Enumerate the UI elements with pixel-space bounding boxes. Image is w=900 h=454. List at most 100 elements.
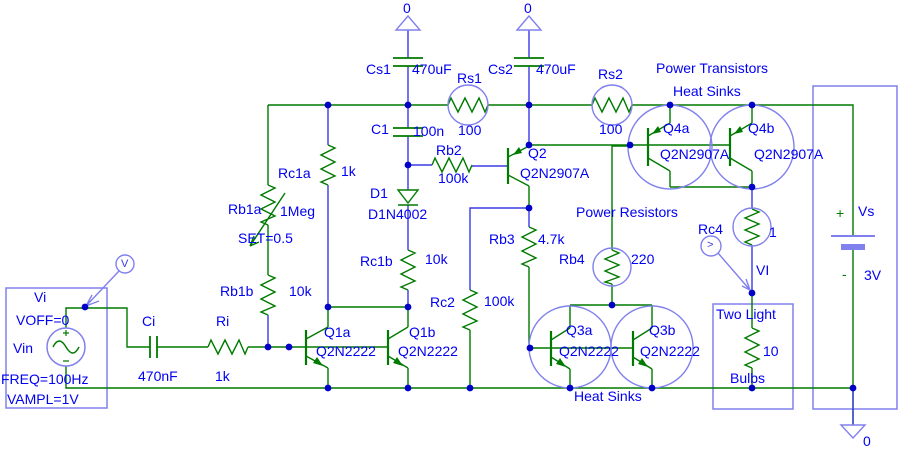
q1a-name: Q1a <box>324 324 351 340</box>
source-name: Vin <box>13 340 33 356</box>
rb1b-name: Rb1b <box>220 283 254 299</box>
rb2-value: 100k <box>438 170 469 186</box>
q3b-model: Q2N2222 <box>640 343 700 359</box>
q3a-model: Q2N2222 <box>559 343 619 359</box>
ci-value: 470nF <box>138 368 178 384</box>
current-probe[interactable] <box>700 235 751 291</box>
ground-icon[interactable] <box>394 14 422 31</box>
cs2-name: Cs2 <box>488 61 513 77</box>
rc4-value: 1 <box>769 224 777 240</box>
transistor-q1a-symbol[interactable] <box>304 307 329 388</box>
rb4-name: Rb4 <box>559 251 585 267</box>
current-probe-glyph: > <box>707 239 714 251</box>
cs2-value: 470uF <box>536 61 576 77</box>
vin-sine-source-symbol[interactable] <box>46 327 86 367</box>
diode-d1-symbol[interactable] <box>396 189 420 206</box>
potentiometer-arrow <box>249 192 286 247</box>
q3b-name: Q3b <box>649 322 676 338</box>
q4a-name: Q4a <box>663 120 690 136</box>
q1a-model: Q2N2222 <box>316 343 376 359</box>
transistor-q3b-symbol[interactable] <box>631 305 653 388</box>
rb4-circle[interactable] <box>592 247 632 287</box>
vin-source-box[interactable] <box>5 287 108 409</box>
rb2-name: Rb2 <box>436 142 462 158</box>
source-voff: VOFF=0 <box>16 312 70 328</box>
battery-box[interactable] <box>812 85 898 410</box>
rs1-circle[interactable] <box>447 84 489 126</box>
q1b-name: Q1b <box>409 324 436 340</box>
battery-vs-symbol[interactable] <box>831 235 875 250</box>
q1b-model: Q2N2222 <box>398 343 458 359</box>
resistor-rc4-symbol[interactable] <box>743 208 761 246</box>
battery-plus: + <box>836 205 845 221</box>
q2-model: Q2N2907A <box>520 165 590 181</box>
heat-sinks-bottom-note: Heat Sinks <box>574 388 642 404</box>
rc4-circle[interactable] <box>732 207 772 247</box>
ground-icon[interactable] <box>515 14 543 31</box>
rc1a-name: Rc1a <box>278 165 311 181</box>
transistor-q4a-symbol[interactable] <box>646 105 671 187</box>
rs2-name: Rs2 <box>598 66 623 82</box>
ground-icon[interactable] <box>839 424 867 440</box>
resistor-rb4-symbol[interactable] <box>602 249 621 285</box>
capacitor-ci-symbol[interactable] <box>149 336 158 358</box>
ground-label: 0 <box>863 433 871 449</box>
source-freq: FREQ=100Hz <box>1 371 89 387</box>
source-ref: Vi <box>34 289 47 305</box>
rb4-value: 220 <box>631 251 655 267</box>
rc1b-value: 10k <box>425 251 448 267</box>
ground-label: 0 <box>403 0 411 16</box>
resistor-rc2-symbol[interactable] <box>461 289 479 331</box>
capacitor-cs2-symbol[interactable] <box>514 57 544 67</box>
resistor-ri-symbol[interactable] <box>207 338 249 356</box>
rs2-value: 100 <box>599 121 623 137</box>
rc2-value: 100k <box>484 293 515 309</box>
rc4-name: Rc4 <box>698 221 723 237</box>
heat-sinks-top-note: Heat Sinks <box>673 83 741 99</box>
resistor-rs2-symbol[interactable] <box>591 96 633 114</box>
light-bulb-resistor-symbol[interactable] <box>743 327 761 369</box>
q4a-model: Q2N2907A <box>660 146 730 162</box>
capacitor-cs1-symbol[interactable] <box>393 57 423 67</box>
rc1b-name: Rc1b <box>360 253 393 269</box>
battery-minus: - <box>842 266 847 282</box>
transistor-q3a-symbol[interactable] <box>549 305 571 388</box>
q2-name: Q2 <box>528 145 547 161</box>
rb3-value: 4.7k <box>538 231 565 247</box>
rb1a-value: 1Meg <box>280 203 316 219</box>
transistor-q1b-symbol[interactable] <box>386 307 409 388</box>
d1-name: D1 <box>370 185 388 201</box>
ground-label: 0 <box>524 0 532 16</box>
transistor-q4b-symbol[interactable] <box>728 105 753 187</box>
resistor-rc1b-symbol[interactable] <box>399 249 417 291</box>
source-polarity-marks <box>63 330 69 362</box>
capacitor-c1-symbol[interactable] <box>393 127 423 137</box>
c1-name: C1 <box>371 121 389 137</box>
light-bulbs-box[interactable] <box>712 303 794 410</box>
resistor-rb1b-symbol[interactable] <box>259 274 277 316</box>
q4b-model: Q2N2907A <box>754 146 824 162</box>
potentiometer-rb1a-symbol[interactable] <box>259 184 277 226</box>
rc2-name: Rc2 <box>430 294 455 310</box>
rb1a-set: SET=0.5 <box>238 230 293 246</box>
d1-model: D1N4002 <box>368 206 428 222</box>
two-light-note: Two Light <box>716 306 776 322</box>
rc1a-value: 1k <box>341 163 356 179</box>
resistor-rb2-symbol[interactable] <box>431 156 473 174</box>
output-node-label: VI <box>756 262 770 278</box>
voltage-probe-glyph: V <box>121 258 129 270</box>
q4b-name: Q4b <box>748 120 775 136</box>
voltage-probe[interactable] <box>85 254 135 307</box>
c1-value: 100n <box>413 123 445 139</box>
ri-value: 1k <box>215 368 230 384</box>
rs1-value: 100 <box>458 122 482 138</box>
transistor-q2-symbol[interactable] <box>506 145 530 208</box>
ci-name: Ci <box>142 313 156 329</box>
rs1-name: Rs1 <box>457 70 482 86</box>
resistor-rs1-symbol[interactable] <box>447 96 489 114</box>
resistor-rc1a-symbol[interactable] <box>319 144 337 186</box>
resistor-rb3-symbol[interactable] <box>520 226 538 268</box>
cs1-value: 470uF <box>412 61 452 77</box>
rs2-circle[interactable] <box>591 84 633 126</box>
